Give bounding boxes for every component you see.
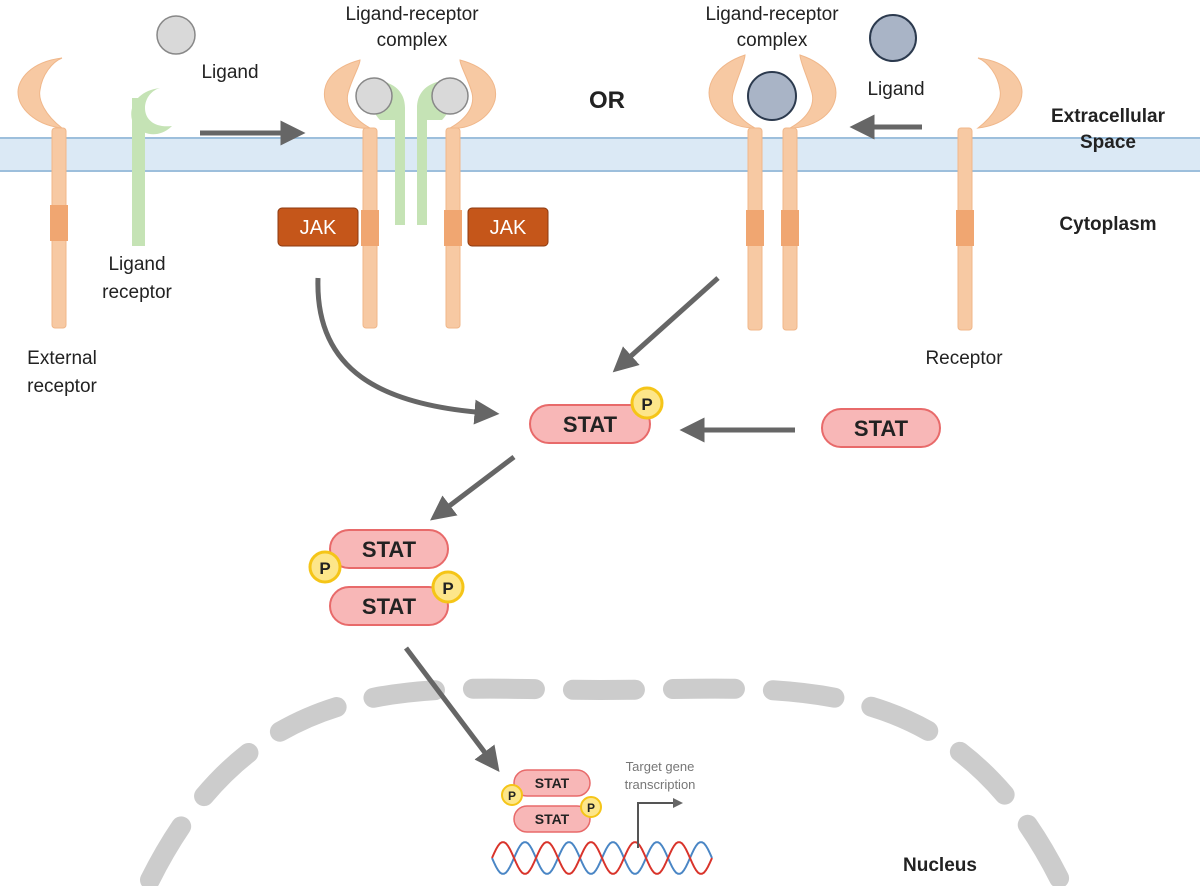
label-complex-right-2: complex xyxy=(737,30,808,51)
svg-text:P: P xyxy=(587,801,595,815)
nucleus-envelope xyxy=(140,678,1070,886)
label-complex-left-2: complex xyxy=(377,30,448,51)
arrow-jak-to-stat xyxy=(315,277,500,425)
stat-unphosphorylated: STAT xyxy=(821,408,941,448)
transcription-start-arrow xyxy=(637,798,683,848)
ligand-circle-right xyxy=(869,14,917,62)
ligand-receptor-green xyxy=(131,88,172,246)
ligand-receptor-complex-right xyxy=(708,54,837,331)
label-complex-left-1: Ligand-receptor xyxy=(345,4,479,25)
svg-text:JAK: JAK xyxy=(300,217,337,239)
dna-helix xyxy=(491,841,713,875)
external-receptor xyxy=(17,57,68,329)
svg-text:STAT: STAT xyxy=(362,537,417,562)
jak-box-left: JAK xyxy=(277,207,359,247)
receptor-right xyxy=(956,57,1023,331)
svg-text:P: P xyxy=(442,579,453,598)
svg-text:STAT: STAT xyxy=(854,416,909,441)
label-ligand-receptor-1: Ligand xyxy=(108,254,165,275)
stat-dimer: STAT STAT P P xyxy=(308,529,465,626)
stat-dimer-nucleus: STAT STAT P P xyxy=(501,769,602,833)
label-nucleus: Nucleus xyxy=(903,855,977,876)
label-receptor-right: Receptor xyxy=(925,348,1003,369)
arrow-complex-to-stat xyxy=(612,276,720,373)
arrow-pstat-to-dimer xyxy=(430,455,516,521)
svg-text:P: P xyxy=(508,789,516,803)
label-ligand-left: Ligand xyxy=(201,62,258,83)
jak-box-right: JAK xyxy=(467,207,549,247)
svg-text:STAT: STAT xyxy=(362,594,417,619)
svg-text:STAT: STAT xyxy=(535,811,570,827)
svg-text:P: P xyxy=(641,395,652,414)
ligand-circle-left xyxy=(156,15,196,55)
cell-membrane xyxy=(0,137,1200,172)
label-target-gene-2: transcription xyxy=(625,777,696,792)
svg-text:JAK: JAK xyxy=(490,217,527,239)
label-extracellular-2: Space xyxy=(1080,132,1136,153)
stat-phosphorylated: STAT P xyxy=(529,386,664,444)
label-external-receptor-2: receptor xyxy=(27,376,97,397)
svg-text:P: P xyxy=(319,559,330,578)
label-target-gene-1: Target gene xyxy=(626,759,695,774)
ligand-receptor-complex-left xyxy=(323,59,497,329)
label-complex-right-1: Ligand-receptor xyxy=(705,4,839,25)
label-external-receptor-1: External xyxy=(27,348,97,369)
label-extracellular-1: Extracellular xyxy=(1051,106,1166,127)
svg-text:STAT: STAT xyxy=(563,412,618,437)
label-or: OR xyxy=(589,87,625,114)
label-cytoplasm: Cytoplasm xyxy=(1059,214,1156,235)
label-ligand-right: Ligand xyxy=(867,79,924,100)
svg-text:STAT: STAT xyxy=(535,775,570,791)
arrow-dimer-to-nucleus xyxy=(404,646,500,772)
label-ligand-receptor-2: receptor xyxy=(102,282,172,303)
